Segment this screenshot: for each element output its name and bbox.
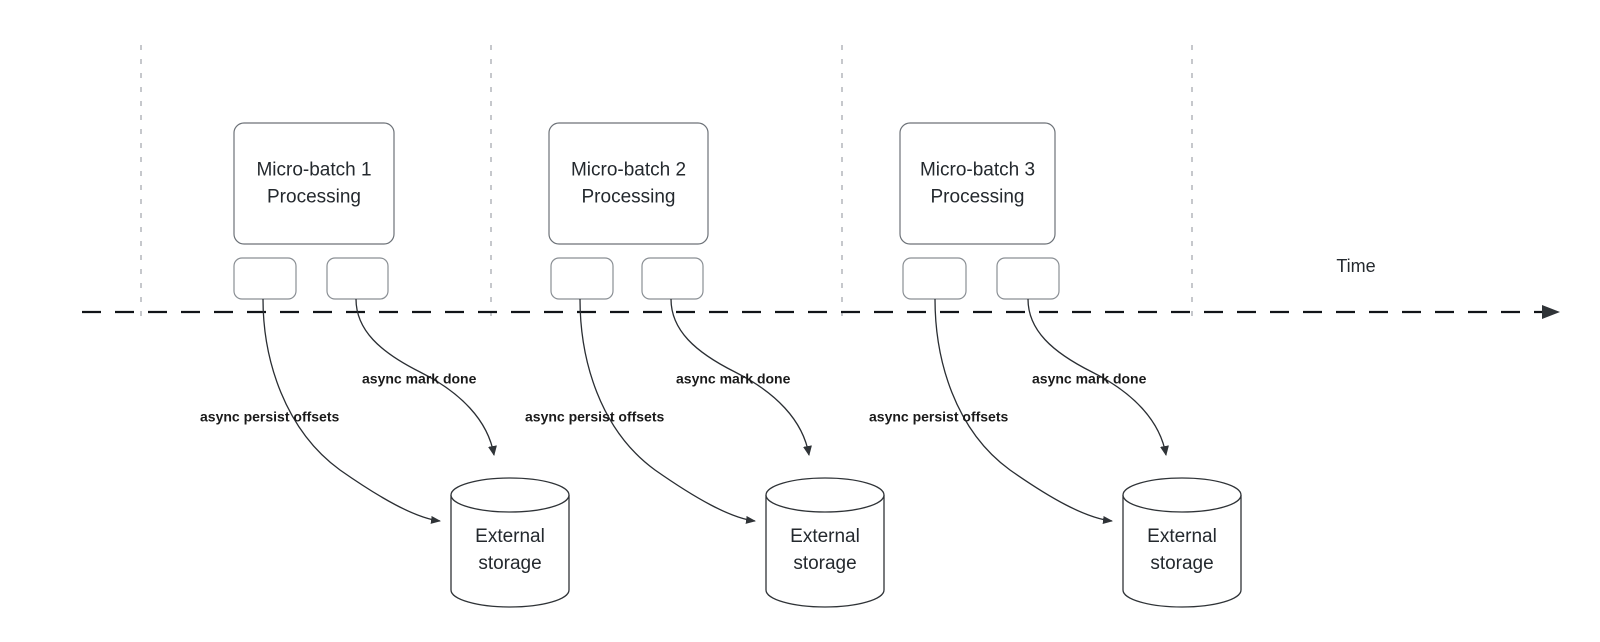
async-persist-offsets-label: async persist offsets xyxy=(525,409,664,425)
time-axis-label: Time xyxy=(1336,256,1375,276)
micro-batch-subtitle: Processing xyxy=(931,187,1025,208)
async-mark-done-label: async mark done xyxy=(1032,371,1147,387)
mark-done-task-box[interactable] xyxy=(641,257,704,300)
async-persist-offsets-connector xyxy=(579,298,756,524)
async-persist-offsets-connector xyxy=(262,298,441,524)
async-mark-done-label: async mark done xyxy=(362,371,477,387)
micro-batch-box[interactable] xyxy=(899,122,1056,245)
micro-batch-title: Micro-batch 3 xyxy=(920,160,1035,181)
persist-offsets-task-box[interactable] xyxy=(902,257,967,300)
mark-done-task-box[interactable] xyxy=(326,257,389,300)
async-persist-offsets-label: async persist offsets xyxy=(200,409,339,425)
micro-batch-box[interactable] xyxy=(233,122,395,245)
external-storage-label-line1: External xyxy=(1147,526,1217,547)
async-mark-done-connector xyxy=(670,298,812,456)
external-storage-cylinder-body[interactable] xyxy=(765,495,885,608)
external-storage-cylinder-top[interactable] xyxy=(450,477,570,513)
time-axis-arrowhead xyxy=(1542,305,1560,319)
micro-batch-subtitle: Processing xyxy=(267,187,361,208)
micro-batch-title: Micro-batch 1 xyxy=(256,160,371,181)
micro-batch-title: Micro-batch 2 xyxy=(571,160,686,181)
external-storage-label-line2: storage xyxy=(478,553,541,574)
external-storage-cylinder-top[interactable] xyxy=(765,477,885,513)
external-storage-label-line1: External xyxy=(790,526,860,547)
persist-offsets-task-box[interactable] xyxy=(233,257,297,300)
mark-done-task-box[interactable] xyxy=(996,257,1060,300)
async-mark-done-connector xyxy=(355,298,497,456)
external-storage-label-line2: storage xyxy=(1150,553,1213,574)
async-mark-done-label: async mark done xyxy=(676,371,791,387)
micro-batch-subtitle: Processing xyxy=(582,187,676,208)
external-storage-label-line1: External xyxy=(475,526,545,547)
async-persist-offsets-connector xyxy=(934,298,1113,524)
external-storage-cylinder-body[interactable] xyxy=(450,495,570,608)
external-storage-label-line2: storage xyxy=(793,553,856,574)
async-persist-offsets-label: async persist offsets xyxy=(869,409,1008,425)
persist-offsets-task-box[interactable] xyxy=(550,257,614,300)
micro-batch-box[interactable] xyxy=(548,122,709,245)
async-mark-done-connector xyxy=(1027,298,1169,456)
external-storage-cylinder-body[interactable] xyxy=(1122,495,1242,608)
external-storage-cylinder-top[interactable] xyxy=(1122,477,1242,513)
